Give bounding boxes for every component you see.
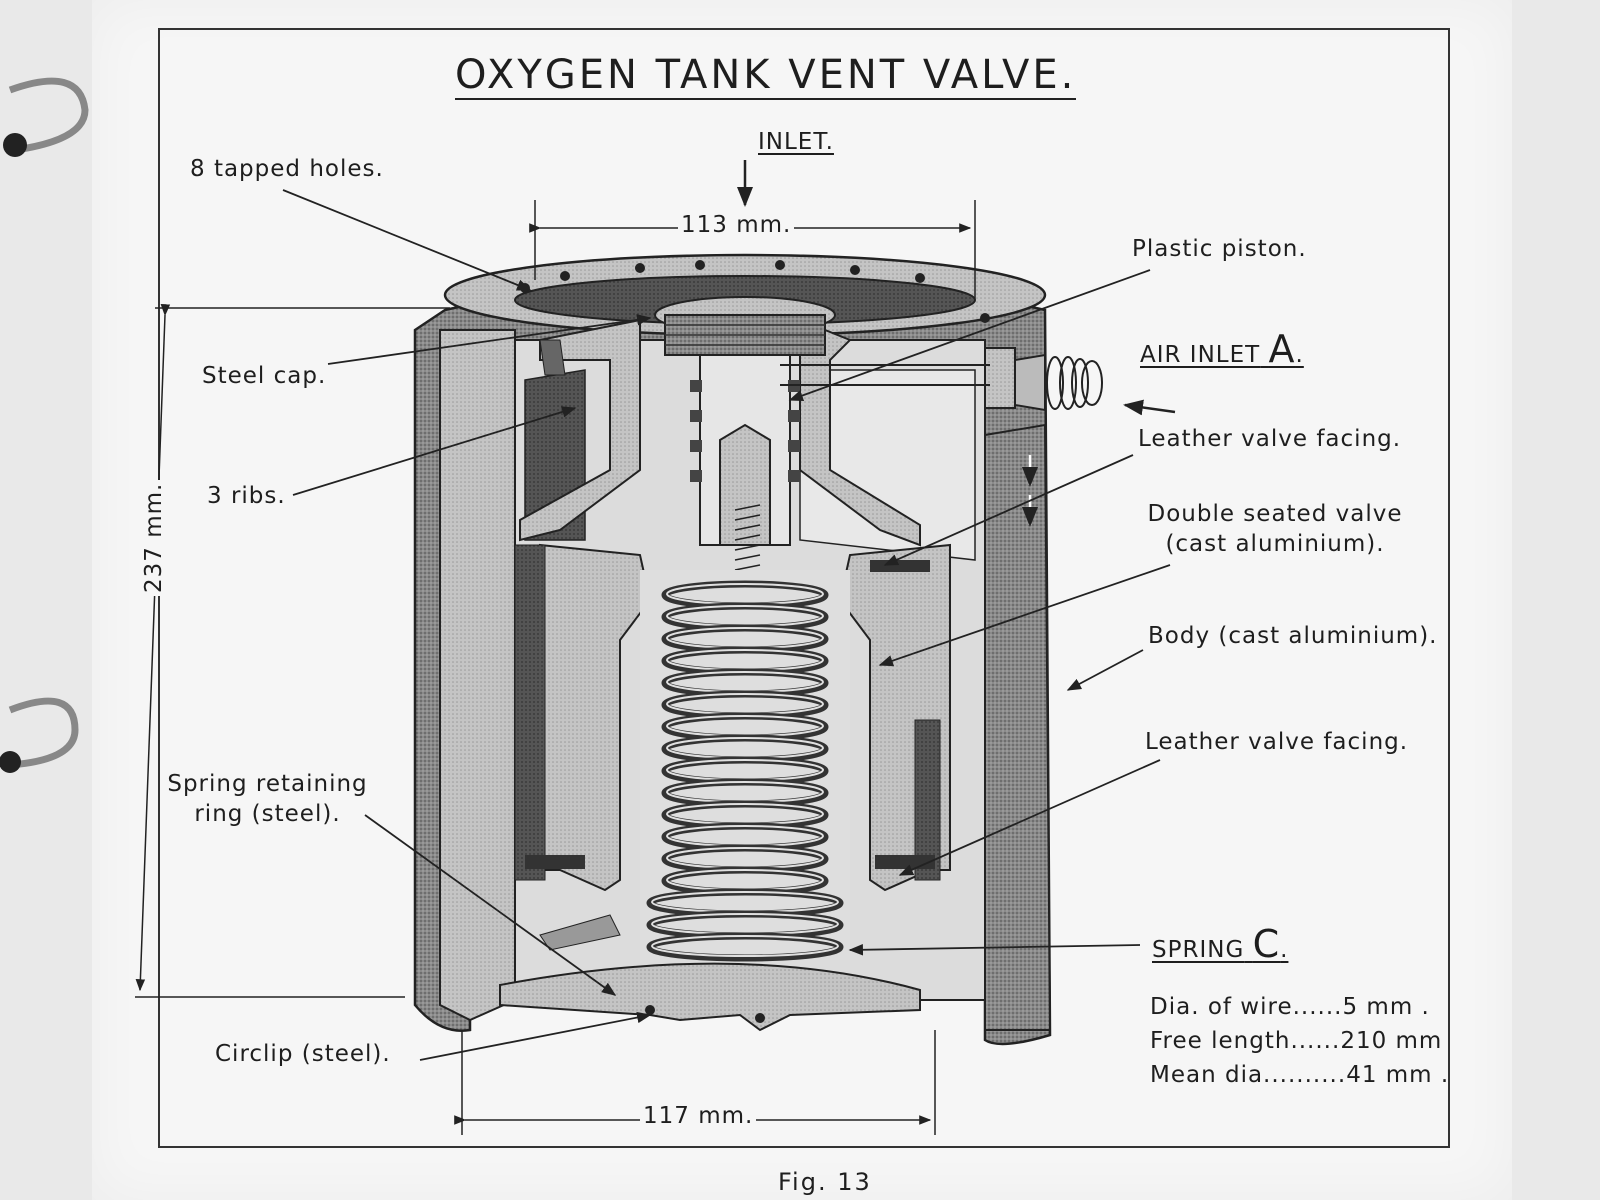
label-spring-end: .	[1280, 937, 1289, 963]
spec-value: 41 mm .	[1346, 1062, 1450, 1088]
label-double-seated-valve-line2: (cast aluminium).	[1165, 530, 1385, 557]
spec-label: Free length	[1150, 1028, 1291, 1054]
label-double-seated-valve: Double seated valve (cast aluminium).	[1135, 500, 1415, 560]
label-air-inlet-letter: A	[1268, 327, 1296, 371]
label-leather-valve-facing-1: Leather valve facing.	[1138, 426, 1402, 452]
label-circlip: Circlip (steel).	[215, 1041, 391, 1067]
spec-value: 210 mm	[1340, 1028, 1443, 1054]
label-spring-retaining-ring-line2: ring (steel).	[194, 800, 341, 827]
label-air-inlet: AIR INLET A.	[1140, 325, 1304, 374]
spec-leader: ......	[1292, 994, 1343, 1020]
label-steel-cap: Steel cap.	[202, 363, 327, 389]
label-spring-retaining-ring: Spring retaining ring (steel).	[160, 770, 375, 830]
label-plastic-piston: Plastic piston.	[1132, 236, 1307, 262]
diagram-title: OXYGEN TANK VENT VALVE.	[455, 52, 1077, 100]
label-spring-letter: C	[1252, 922, 1281, 966]
spec-value: 5 mm .	[1342, 994, 1430, 1020]
spring-spec-mean-dia: Mean dia..........41 mm .	[1150, 1058, 1449, 1092]
spec-leader: ......	[1290, 1028, 1341, 1054]
spring-coil-highlight	[651, 935, 839, 957]
steel-cap	[519, 318, 921, 547]
label-spring: SPRING C.	[1152, 920, 1288, 969]
binder-ring-top	[3, 77, 89, 157]
circlip	[499, 914, 921, 1032]
height-dimension: 237 mm.	[141, 479, 167, 596]
label-double-seated-valve-line1: Double seated valve	[1147, 501, 1403, 527]
plastic-piston	[654, 296, 836, 546]
label-ribs: 3 ribs.	[207, 483, 286, 509]
binder-ring-bottom	[0, 697, 79, 773]
figure-caption: Fig. 13	[778, 1168, 872, 1196]
label-air-inlet-text: AIR INLET	[1140, 342, 1261, 368]
spring-spec-free-length: Free length......210 mm	[1150, 1024, 1449, 1058]
top-width-dimension: 113 mm.	[678, 212, 795, 238]
inlet-label: INLET.	[758, 129, 834, 155]
spring-spec-wire-dia: Dia. of wire......5 mm .	[1150, 990, 1449, 1024]
spring-specs: Dia. of wire......5 mm . Free length....…	[1150, 990, 1449, 1092]
spring	[640, 570, 850, 962]
label-body: Body (cast aluminium).	[1148, 623, 1438, 649]
spec-label: Dia. of wire	[1150, 994, 1293, 1020]
label-air-inlet-end: .	[1295, 342, 1304, 368]
spec-leader: .........	[1271, 1062, 1347, 1088]
leader-lines	[282, 189, 1171, 1061]
label-tapped-holes: 8 tapped holes.	[190, 156, 384, 182]
bottom-width-dimension: 117 mm.	[640, 1103, 757, 1129]
label-spring-text: SPRING	[1152, 937, 1245, 963]
spec-label: Mean dia.	[1150, 1062, 1272, 1088]
label-leather-valve-facing-2: Leather valve facing.	[1145, 729, 1409, 755]
label-spring-retaining-ring-line1: Spring retaining	[167, 771, 368, 797]
air-inlet-fitting	[780, 347, 1103, 412]
